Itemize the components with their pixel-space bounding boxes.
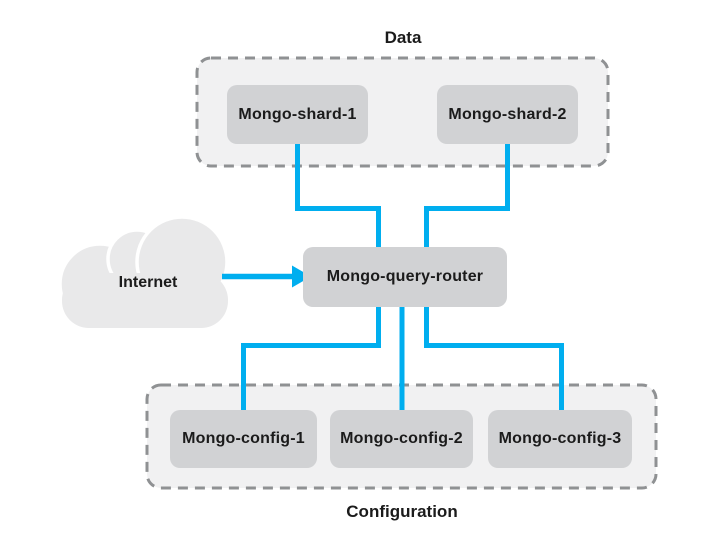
node-mongo-query-router: Mongo-query-router (303, 247, 507, 307)
node-mongo-config-1: Mongo-config-1 (170, 410, 317, 468)
connector-router-config3 (424, 306, 564, 411)
cloud-icon (58, 215, 229, 328)
node-mongo-shard-2: Mongo-shard-2 (437, 85, 578, 144)
configuration-group-label: Configuration (346, 502, 458, 521)
internet-label: Internet (118, 274, 178, 291)
node-mongo-config-3: Mongo-config-3 (488, 410, 632, 468)
internet-to-router-arrow (222, 265, 311, 288)
connector-router-config1 (241, 306, 381, 411)
data-group-label: Data (384, 28, 422, 47)
node-mongo-config-2: Mongo-config-2 (330, 410, 473, 468)
connector-shard2-router (424, 144, 510, 248)
node-mongo-shard-1: Mongo-shard-1 (227, 85, 368, 144)
connector-shard1-router (295, 144, 381, 248)
